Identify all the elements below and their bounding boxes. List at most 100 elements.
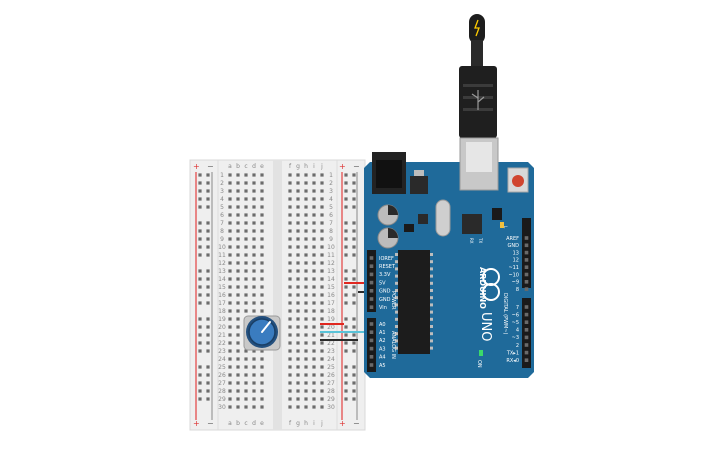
- breadboard-hole[interactable]: [312, 301, 316, 305]
- breadboard-hole[interactable]: [296, 173, 300, 177]
- breadboard-hole[interactable]: [296, 405, 300, 409]
- header-pin[interactable]: [369, 280, 374, 285]
- breadboard-hole[interactable]: [244, 237, 248, 241]
- breadboard-hole[interactable]: [288, 389, 292, 393]
- breadboard-hole[interactable]: [320, 357, 324, 361]
- breadboard-hole[interactable]: [296, 397, 300, 401]
- rail-hole[interactable]: [198, 373, 202, 377]
- breadboard-hole[interactable]: [260, 381, 264, 385]
- rail-hole[interactable]: [352, 253, 356, 257]
- breadboard-hole[interactable]: [252, 205, 256, 209]
- header-pin[interactable]: [524, 236, 529, 240]
- breadboard-hole[interactable]: [304, 301, 308, 305]
- breadboard-hole[interactable]: [244, 245, 248, 249]
- breadboard-hole[interactable]: [260, 229, 264, 233]
- rail-hole[interactable]: [344, 173, 348, 177]
- digital-header-bottom[interactable]: [522, 298, 531, 368]
- breadboard-hole[interactable]: [244, 293, 248, 297]
- breadboard-hole[interactable]: [312, 269, 316, 273]
- breadboard-hole[interactable]: [288, 381, 292, 385]
- breadboard-hole[interactable]: [304, 277, 308, 281]
- rail-hole[interactable]: [344, 317, 348, 321]
- rail-hole[interactable]: [206, 397, 210, 401]
- rail-hole[interactable]: [198, 365, 202, 369]
- breadboard-hole[interactable]: [312, 357, 316, 361]
- rail-hole[interactable]: [344, 341, 348, 345]
- breadboard-hole[interactable]: [320, 325, 324, 329]
- rail-hole[interactable]: [344, 381, 348, 385]
- rail-hole[interactable]: [344, 285, 348, 289]
- breadboard-hole[interactable]: [228, 269, 232, 273]
- breadboard-hole[interactable]: [312, 365, 316, 369]
- rail-hole[interactable]: [198, 173, 202, 177]
- rail-hole[interactable]: [206, 389, 210, 393]
- rail-hole[interactable]: [206, 325, 210, 329]
- breadboard-hole[interactable]: [228, 397, 232, 401]
- breadboard-hole[interactable]: [236, 293, 240, 297]
- breadboard-hole[interactable]: [252, 405, 256, 409]
- breadboard-hole[interactable]: [260, 309, 264, 313]
- header-pin[interactable]: [369, 256, 374, 260]
- breadboard-hole[interactable]: [304, 293, 308, 297]
- breadboard-hole[interactable]: [236, 317, 240, 321]
- breadboard-hole[interactable]: [260, 181, 264, 185]
- rail-hole[interactable]: [198, 197, 202, 201]
- breadboard-hole[interactable]: [304, 221, 308, 225]
- breadboard-hole[interactable]: [296, 389, 300, 393]
- header-pin[interactable]: [369, 330, 374, 334]
- header-pin[interactable]: [524, 258, 529, 262]
- breadboard-hole[interactable]: [236, 245, 240, 249]
- breadboard-hole[interactable]: [244, 229, 248, 233]
- breadboard-hole[interactable]: [304, 309, 308, 313]
- breadboard-hole[interactable]: [304, 325, 308, 329]
- breadboard-hole[interactable]: [296, 365, 300, 369]
- breadboard-hole[interactable]: [244, 301, 248, 305]
- breadboard-hole[interactable]: [260, 357, 264, 361]
- breadboard-hole[interactable]: [288, 373, 292, 377]
- rail-hole[interactable]: [352, 237, 356, 241]
- breadboard-hole[interactable]: [296, 381, 300, 385]
- breadboard-hole[interactable]: [236, 301, 240, 305]
- breadboard-hole[interactable]: [236, 405, 240, 409]
- breadboard-hole[interactable]: [304, 213, 308, 217]
- breadboard-hole[interactable]: [252, 245, 256, 249]
- breadboard-hole[interactable]: [304, 173, 308, 177]
- breadboard-hole[interactable]: [260, 365, 264, 369]
- breadboard-hole[interactable]: [288, 181, 292, 185]
- breadboard-hole[interactable]: [296, 261, 300, 265]
- breadboard-hole[interactable]: [288, 301, 292, 305]
- breadboard-hole[interactable]: [312, 213, 316, 217]
- rail-hole[interactable]: [344, 373, 348, 377]
- breadboard-hole[interactable]: [304, 269, 308, 273]
- breadboard-hole[interactable]: [288, 173, 292, 177]
- rail-hole[interactable]: [198, 389, 202, 393]
- rail-hole[interactable]: [352, 381, 356, 385]
- breadboard-hole[interactable]: [252, 229, 256, 233]
- rail-hole[interactable]: [352, 293, 356, 297]
- breadboard-hole[interactable]: [244, 173, 248, 177]
- breadboard-hole[interactable]: [236, 261, 240, 265]
- rail-hole[interactable]: [352, 365, 356, 369]
- breadboard-hole[interactable]: [288, 285, 292, 289]
- rail-hole[interactable]: [352, 285, 356, 289]
- rail-hole[interactable]: [198, 229, 202, 233]
- breadboard-hole[interactable]: [312, 317, 316, 321]
- breadboard-hole[interactable]: [244, 309, 248, 313]
- rail-hole[interactable]: [206, 205, 210, 209]
- rail-hole[interactable]: [198, 205, 202, 209]
- breadboard-hole[interactable]: [296, 325, 300, 329]
- breadboard-hole[interactable]: [260, 293, 264, 297]
- rail-hole[interactable]: [198, 189, 202, 193]
- breadboard-hole[interactable]: [252, 309, 256, 313]
- header-pin[interactable]: [369, 264, 374, 268]
- breadboard-hole[interactable]: [244, 205, 248, 209]
- breadboard-hole[interactable]: [236, 213, 240, 217]
- breadboard-hole[interactable]: [252, 293, 256, 297]
- rail-hole[interactable]: [344, 181, 348, 185]
- breadboard-hole[interactable]: [296, 181, 300, 185]
- breadboard-hole[interactable]: [296, 373, 300, 377]
- usb-cable[interactable]: [459, 14, 497, 138]
- breadboard-hole[interactable]: [236, 309, 240, 313]
